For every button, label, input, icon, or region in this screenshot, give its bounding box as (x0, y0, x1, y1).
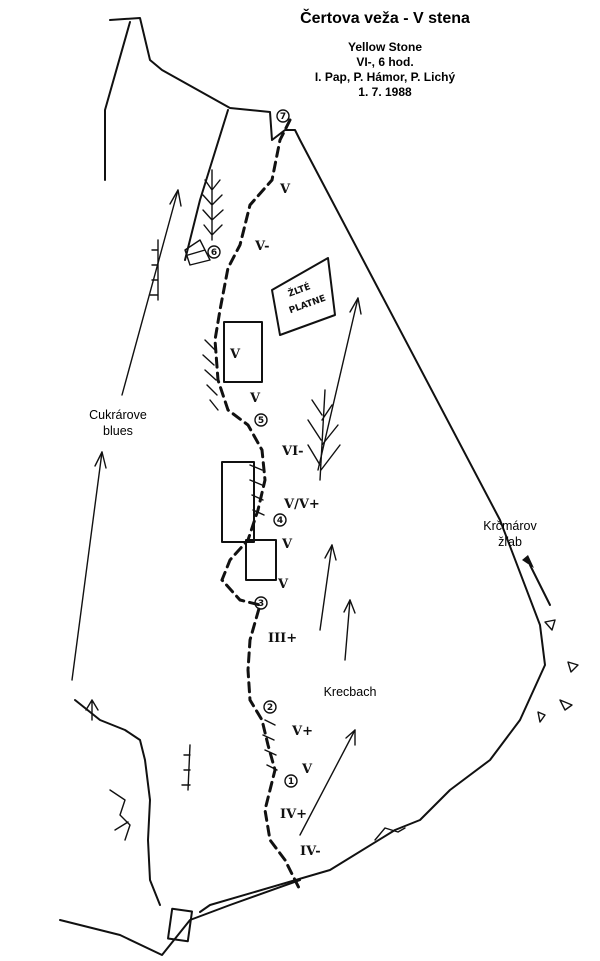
krcmarov-zlab-line1: Krčmárov (483, 519, 537, 533)
cukrarove-blues-label: Cukrárove blues (78, 407, 158, 439)
rock-3 (559, 699, 573, 711)
cukrarove-arrow-lower (71, 451, 103, 681)
belay-circle-4 (273, 513, 287, 527)
belay-circle-6 (207, 245, 221, 259)
pitch-grade-1: V (279, 182, 291, 197)
krecbach-arrowhead-low-a (343, 599, 356, 614)
lower-left-cliff (109, 789, 131, 841)
yellow-slabs-outline (271, 257, 336, 336)
pitch-grade-4: V (249, 391, 261, 406)
cukrarove-arrow-upper (121, 189, 179, 396)
pitch-grade-5: VI- (281, 444, 304, 459)
belay-circle-2 (263, 700, 277, 714)
pitch-grade-6: V/V+ (283, 497, 320, 512)
route-date: 1. 7. 1988 (358, 85, 412, 99)
route-authors: I. Pap, P. Hámor, P. Lichý (314, 70, 456, 84)
pitch-grade-9: III+ (268, 631, 297, 646)
pitch-grade-8: V (277, 577, 289, 592)
tower-outline (109, 17, 546, 913)
pitch-grade-11: V (301, 762, 313, 777)
cukrarove-blues-line1: Cukrárove (89, 408, 147, 422)
pitch-grade-12: IV+ (280, 807, 307, 822)
pitch-grade-2: V- (254, 239, 270, 254)
tree-top-left (202, 169, 224, 241)
belay-number-7: 7 (280, 112, 286, 122)
krcmarov-arrow (529, 564, 551, 606)
block-lower (245, 539, 277, 581)
route-grade: VI-, 6 hod. (356, 55, 414, 69)
belay-circle-7 (276, 109, 290, 123)
hatch-left (149, 239, 191, 791)
inner-left-edge (184, 109, 229, 261)
krecbach-arrow-upper (317, 297, 359, 471)
krecbach-arrow-mid (319, 544, 333, 631)
vegetation-middle (249, 464, 265, 516)
krecbach-label: Krecbach (323, 685, 377, 699)
krcmarov-zlab-line2: žľab (498, 535, 522, 549)
rock-2 (567, 661, 579, 673)
roof-overhang (184, 239, 211, 266)
belay-number-2: 2 (267, 703, 273, 713)
cukrarove-arrowhead-upper (169, 189, 182, 207)
cukrarove-arrow-bottom (85, 699, 99, 721)
route-name: Yellow Stone (347, 40, 422, 54)
tree-right (307, 389, 341, 481)
belay-circle-3 (254, 596, 268, 610)
cukrarove-blues-line2: blues (103, 424, 133, 438)
pitch-grade-10: V+ (291, 724, 313, 739)
krecbach-arrow-low-a (344, 599, 351, 661)
yellow-slabs-label-line1: ŽLTÉ (286, 280, 312, 299)
belay-circle-5 (254, 413, 268, 427)
belay-stations (207, 109, 298, 788)
belay-number-6: 6 (211, 248, 217, 258)
belay-number-4: 4 (277, 516, 283, 526)
block-base (167, 907, 193, 943)
wall-title: Čertova veža - V stena (300, 10, 470, 27)
bottom-left-rocks (74, 699, 161, 906)
base-line (59, 879, 301, 956)
krcmarov-arrowhead (522, 555, 534, 568)
belay-number-5: 5 (258, 416, 264, 426)
vegetation-upper (202, 339, 219, 411)
rock-1 (544, 619, 556, 631)
krecbach-arrowhead-low-b (345, 729, 356, 746)
pitch-grade-13: IV- (300, 844, 321, 859)
pitch-grade-3: V (229, 347, 241, 362)
topo-header: Čertova veža - V stena Yellow Stone VI-,… (270, 10, 500, 100)
krecbach-arrow-low-b (299, 729, 356, 836)
krecbach-arrowhead-upper (349, 297, 362, 315)
vegetation-lower (262, 719, 278, 771)
krcmarov-zlab-label: Krčmárov žľab (470, 518, 550, 550)
cukrarove-arrowhead-lower (94, 451, 107, 469)
belay-number-3: 3 (258, 599, 264, 609)
yellow-stone-route (213, 118, 302, 892)
block-middle (221, 461, 255, 543)
gully-ledge (374, 827, 406, 841)
block-upper (223, 321, 263, 383)
belay-circle-1 (284, 774, 298, 788)
pitch-grade-7: V (281, 537, 293, 552)
rock-4 (537, 711, 546, 723)
belay-number-1: 1 (288, 777, 294, 787)
left-ridge (104, 21, 131, 181)
krecbach-arrowhead-mid (324, 544, 337, 561)
